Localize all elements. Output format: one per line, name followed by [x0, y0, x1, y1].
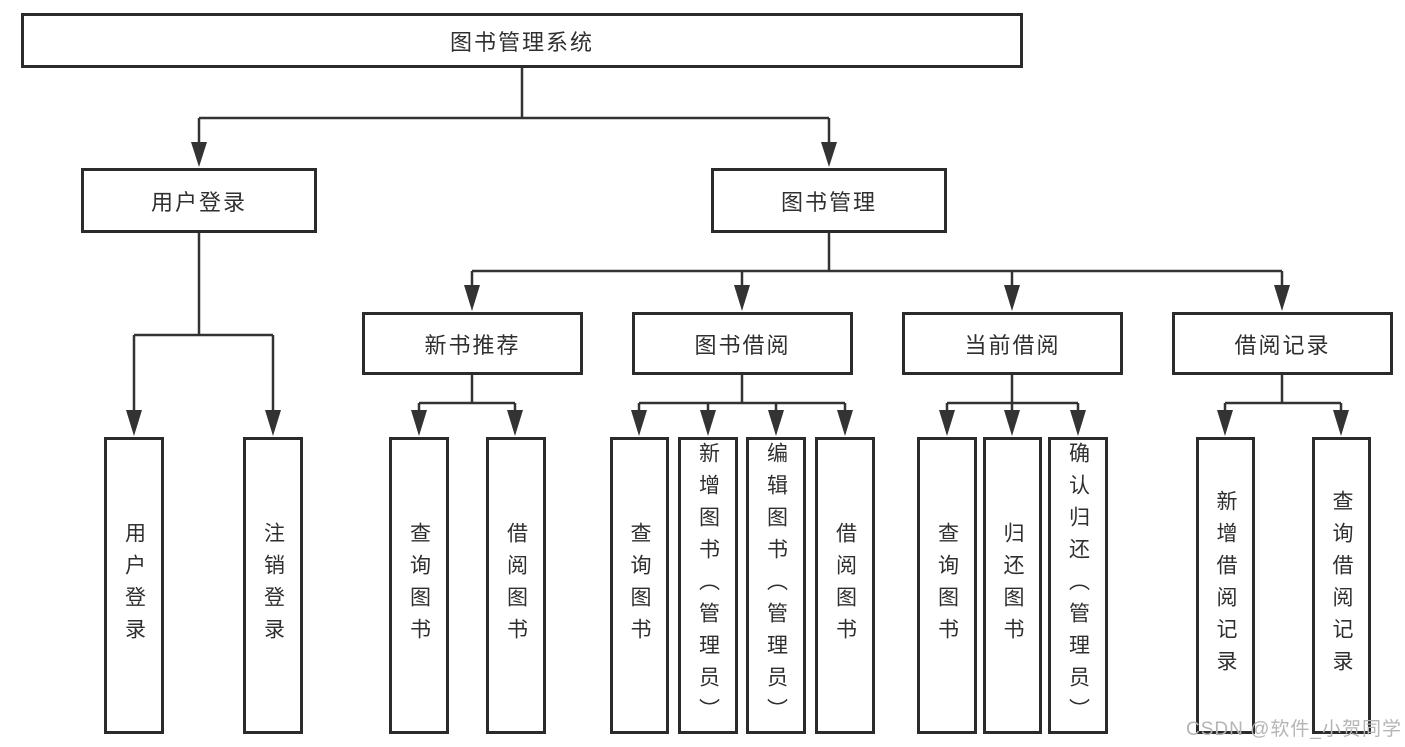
leaf-query-books-current: 查询图书 — [917, 437, 977, 734]
csdn-watermark: CSDN @软件_小贺同学 — [1186, 719, 1402, 740]
leaf-borrow-books-recommend: 借阅图书 — [486, 437, 546, 734]
leaf-return-books: 归还图书 — [983, 437, 1042, 734]
leaf-edit-books-admin: 编辑图书（管理员） — [746, 437, 806, 734]
leaf-add-books-admin: 新增图书（管理员） — [678, 437, 738, 734]
leaf-query-borrow-record: 查询借阅记录 — [1312, 437, 1371, 734]
node-new-book-recommend: 新书推荐 — [362, 312, 583, 375]
leaf-add-borrow-record: 新增借阅记录 — [1196, 437, 1255, 734]
leaf-user-login: 用户登录 — [104, 437, 164, 734]
node-book-management: 图书管理 — [711, 168, 947, 233]
leaf-query-books-recommend: 查询图书 — [389, 437, 449, 734]
leaf-borrow-books: 借阅图书 — [815, 437, 875, 734]
node-borrow-records: 借阅记录 — [1172, 312, 1393, 375]
leaf-logout: 注销登录 — [243, 437, 303, 734]
node-user-login: 用户登录 — [81, 168, 317, 233]
leaf-confirm-return-admin: 确认归还（管理员） — [1048, 437, 1108, 734]
leaf-query-books-borrow: 查询图书 — [610, 437, 669, 734]
node-current-borrow: 当前借阅 — [902, 312, 1123, 375]
node-book-borrow: 图书借阅 — [632, 312, 853, 375]
node-library-management-system: 图书管理系统 — [21, 13, 1023, 68]
